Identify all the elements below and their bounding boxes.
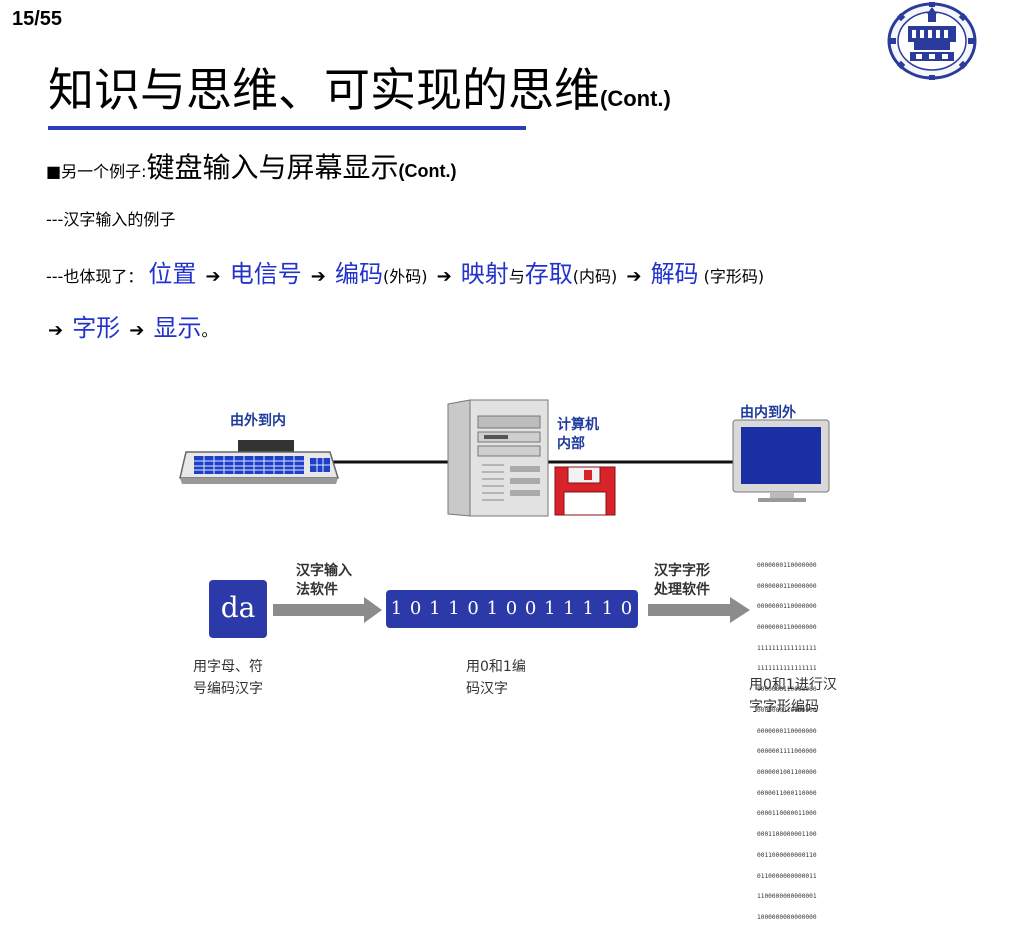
label-glyph-software: 汉字字形 处理软件 <box>654 563 710 598</box>
label-outside-in: 由外到内 <box>230 413 286 429</box>
title-suffix: (Cont.) <box>600 86 671 111</box>
label-computer-inside: 计算机 内部 <box>557 417 599 452</box>
label-input-software: 汉字输入 法软件 <box>296 563 352 598</box>
term-storage: 存取 <box>524 260 573 288</box>
term-decoding: 解码 <box>650 260 699 288</box>
right-arrow-icon: ➔ <box>205 266 221 287</box>
right-arrow-icon: ➔ <box>436 266 452 287</box>
subpoint-embodies: ---也体现了： 位置 ➔ 电信号 ➔ 编码(外码) ➔ 映射与存取(内码) ➔… <box>46 260 765 288</box>
monitor-icon <box>732 419 830 502</box>
floppy-disk-icon <box>554 466 616 516</box>
label-inside-out: 由内到外 <box>740 405 796 421</box>
glyph-bitmap-matrix: 0000000110000000 0000000110000000 000000… <box>757 561 817 922</box>
letters-box: da <box>209 580 267 638</box>
caption-letters: 用字母、符 号编码汉字 <box>193 659 263 697</box>
binary-code-box: 1 0 1 1 0 1 0 0 1 1 1 1 0 1 1 1 <box>386 590 638 657</box>
page-number: 15/55 <box>12 8 63 30</box>
title-underline <box>48 126 526 130</box>
right-arrow-icon: ➔ <box>48 320 64 341</box>
term-encoding: 编码 <box>334 260 383 288</box>
right-arrow-icon: ➔ <box>626 266 642 287</box>
bullet-square-icon: ■ <box>46 162 62 181</box>
term-position: 位置 <box>148 260 197 288</box>
title-main: 知识与思维、可实现的思维 <box>48 63 600 117</box>
term-signal: 电信号 <box>229 260 302 288</box>
slide-title: 知识与思维、可实现的思维(Cont.) <box>48 54 671 120</box>
subpoint-chinese-input: ---汉字输入的例子 <box>46 210 176 229</box>
hardware-diagram <box>179 399 830 623</box>
right-arrow-icon: ➔ <box>129 320 145 341</box>
right-arrow-icon: ➔ <box>310 266 326 287</box>
caption-binary: 用0和1编 码汉字 <box>466 659 526 697</box>
computer-tower-icon <box>447 399 549 517</box>
caption-glyph: 用0和1进行汉 字字形编码 <box>749 677 837 715</box>
term-display: 显示 <box>153 314 202 342</box>
keyboard-icon <box>179 440 340 484</box>
term-mapping: 映射 <box>460 260 509 288</box>
university-seal-logo <box>886 2 978 80</box>
example-heading: ■另一个例子:键盘输入与屏幕显示(Cont.) <box>46 151 457 184</box>
subpoint-continuation: ➔ 字形 ➔ 显示。 <box>48 314 218 342</box>
flow-arrow-icon <box>648 597 750 623</box>
flow-arrow-icon <box>273 597 382 623</box>
term-glyph: 字形 <box>72 314 121 342</box>
